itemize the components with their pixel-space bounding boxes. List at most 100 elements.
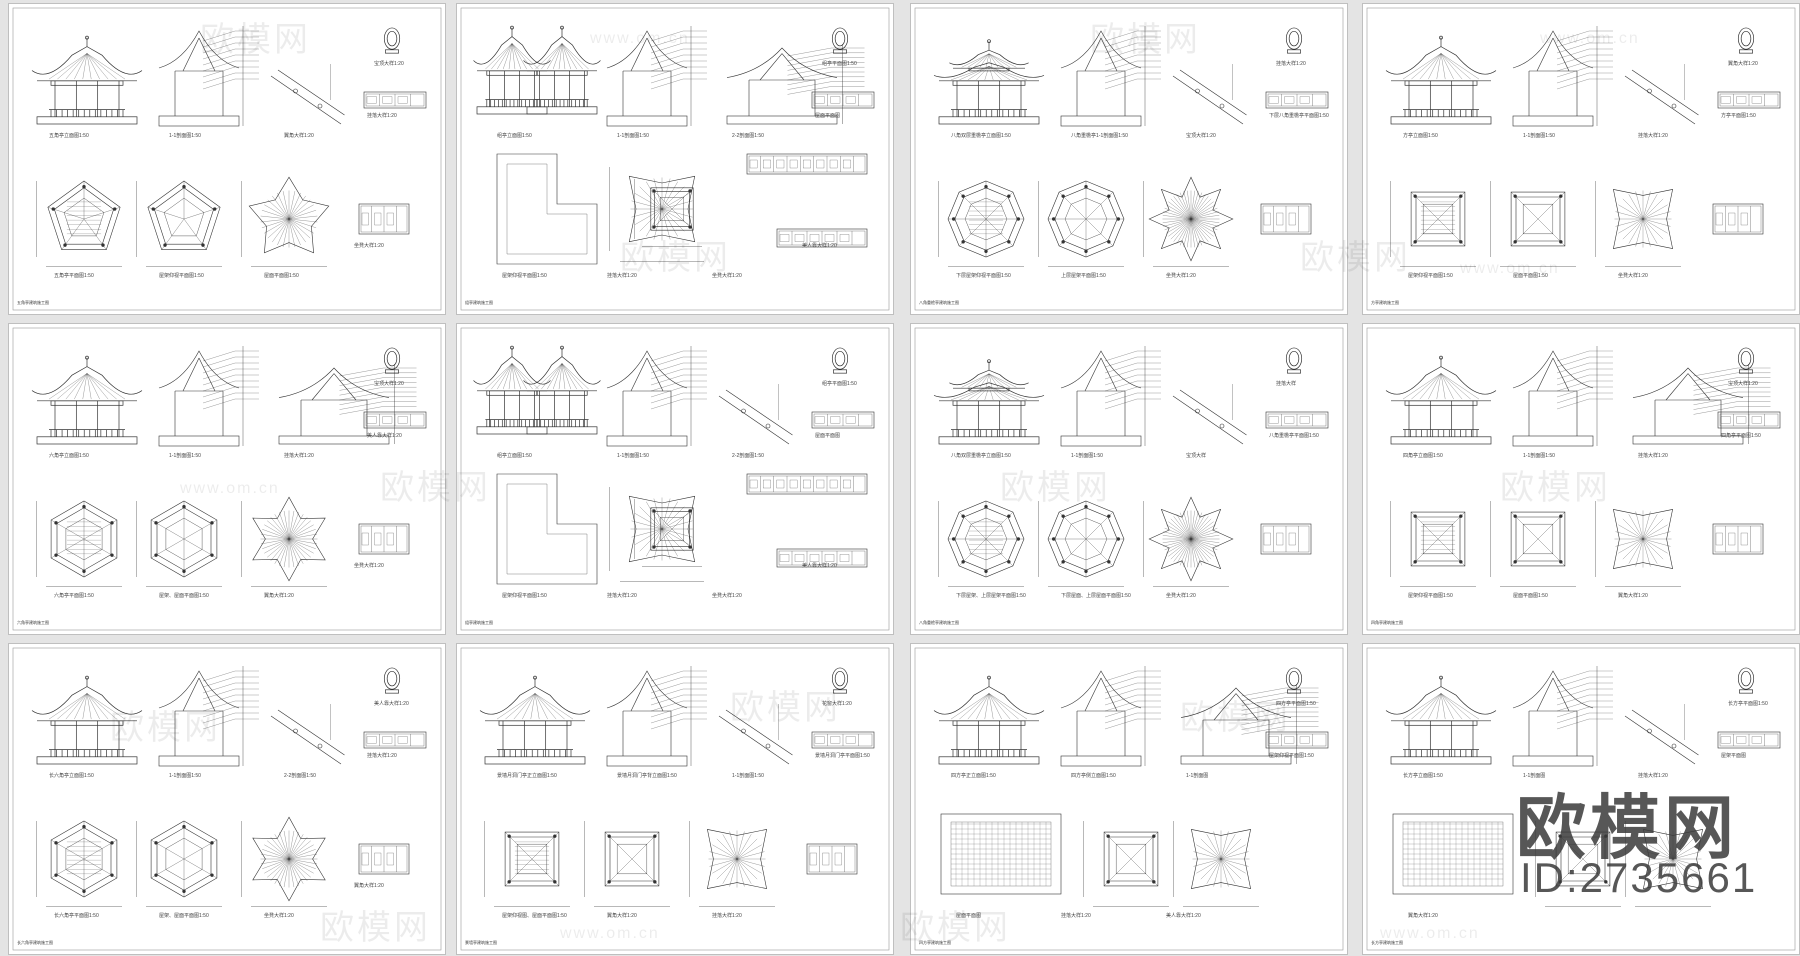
roof-frame-plan (136, 820, 222, 907)
hanging-fret-detail (746, 153, 868, 175)
drawing-caption: 长六角亭立面图1:50 (49, 773, 94, 779)
section-drawing (1512, 26, 1613, 127)
finial-detail (383, 27, 401, 54)
drawing-caption: 挂落大样1:20 (284, 453, 314, 459)
drawing-caption: 屋架仰视平面图1:50 (1269, 753, 1314, 759)
eave-corner-detail (1172, 64, 1247, 125)
drawing-caption: 美人靠大样1:20 (374, 701, 409, 707)
drawing-caption: 八角重檐亭1-1剖面图1:50 (1071, 133, 1128, 139)
drawing-caption: 下层八角重檐亭平面图1:50 (1269, 113, 1329, 119)
roof-plan (1595, 181, 1681, 267)
drawing-caption: 宝顶大样 (1186, 453, 1207, 459)
drawing-caption: 挂落大样1:20 (1061, 913, 1091, 919)
hanging-fret-detail (1265, 91, 1329, 109)
roof-frame-plan (634, 179, 702, 247)
hanging-fret-detail (1717, 731, 1781, 749)
drawing-caption: 坐凳大样1:20 (264, 913, 294, 919)
railing-detail (776, 548, 868, 568)
drawing-caption: 翼角大样1:20 (264, 593, 294, 599)
cad-drawing (460, 7, 890, 311)
drawing-caption: 美人靠大样1:20 (367, 433, 402, 439)
drawing-caption: 挂落大样1:20 (1276, 61, 1306, 67)
section-drawing (726, 44, 865, 125)
roof-frame-plan (1038, 500, 1125, 587)
seat-detail (358, 843, 410, 875)
seat-detail (1260, 203, 1312, 235)
seat-detail (358, 203, 410, 235)
cad-drawing (12, 327, 442, 631)
pavilion-elevation (31, 35, 143, 125)
drawing-caption: 1-1剖面图1:50 (169, 773, 201, 779)
hanging-fret-detail (1265, 731, 1329, 749)
roof-frame-plan (1490, 181, 1576, 267)
drawing-caption: 屋面平面图1:50 (264, 273, 299, 279)
seat-detail (1712, 203, 1764, 235)
drawing-caption: 坐凳大样1:20 (1618, 273, 1648, 279)
floor-plan (938, 180, 1025, 267)
drawing-caption: 挂落大样1:20 (712, 913, 742, 919)
drawing-caption: 坐凳大样1:20 (1166, 273, 1196, 279)
hanging-fret-detail (1717, 91, 1781, 109)
section-drawing (1180, 684, 1319, 765)
section-drawing (1060, 666, 1161, 767)
drawing-caption: 屋面平面图 (815, 433, 841, 439)
roof-plan (241, 496, 327, 587)
drawing-caption: 1-1剖面图1:50 (732, 773, 764, 779)
drawing-caption: 长方亭立面图1:50 (1403, 773, 1443, 779)
drawing-caption: 景墙月洞门亭平面图1:50 (815, 753, 870, 759)
drawing-caption: 屋面平面图1:50 (1513, 273, 1548, 279)
floor-plan (36, 500, 122, 587)
drawing-caption: 2-2剖面图1:50 (732, 453, 764, 459)
section-drawing (1632, 364, 1771, 445)
drawing-caption: 景墙月洞门亭背立面图1:50 (617, 773, 677, 779)
eave-corner-detail (1172, 384, 1247, 445)
drawing-caption: 坐凳大样1:20 (354, 563, 384, 569)
floor-plan (1390, 501, 1476, 587)
drawing-caption: 挂落大样1:20 (367, 753, 397, 759)
drawing-caption: 组亭平面图1:50 (822, 61, 857, 67)
cad-drawing (914, 327, 1344, 631)
drawing-caption: 1-1剖面图 (1523, 773, 1546, 779)
drawing-caption: 五角亭立面图1:50 (49, 133, 89, 139)
pavilion-elevation (1385, 675, 1497, 765)
floor-plan (938, 500, 1025, 587)
drawing-caption: 宝顶大样1:20 (1186, 133, 1216, 139)
drawing-caption: 五角亭平面图1:50 (54, 273, 94, 279)
finial-detail (1737, 667, 1755, 694)
drawing-caption: 1-1剖面图 (1186, 773, 1209, 779)
drawing-caption: 屋架、屋面平面图1:50 (159, 913, 209, 919)
drawing-caption: 花窗大样1:20 (822, 701, 852, 707)
hanging-fret-detail (811, 91, 875, 109)
drawing-caption: 挂落大样1:20 (1638, 453, 1668, 459)
finial-detail (383, 667, 401, 694)
finial-detail (831, 667, 849, 694)
drawing-caption: 长方亭平面图1:50 (1728, 701, 1768, 707)
drawing-caption: 六角亭立面图1:50 (49, 453, 89, 459)
drawing-caption: 宝顶大样1:20 (374, 381, 404, 387)
seat-detail (358, 523, 410, 555)
floor-plan (36, 180, 122, 267)
hanging-fret-detail (363, 91, 427, 109)
drawing-caption: 翼角大样1:20 (284, 133, 314, 139)
section-drawing (158, 666, 259, 767)
floor-plan (36, 820, 122, 907)
drawing-caption: 四方亭正立面图1:50 (951, 773, 996, 779)
roof-plan (1173, 821, 1259, 907)
drawing-caption: 翼角大样1:20 (1408, 913, 1438, 919)
hanging-fret-detail (363, 731, 427, 749)
finial-detail (1285, 667, 1303, 694)
roof-plan (689, 821, 775, 907)
drawing-caption: 屋架平面图 (1721, 753, 1747, 759)
